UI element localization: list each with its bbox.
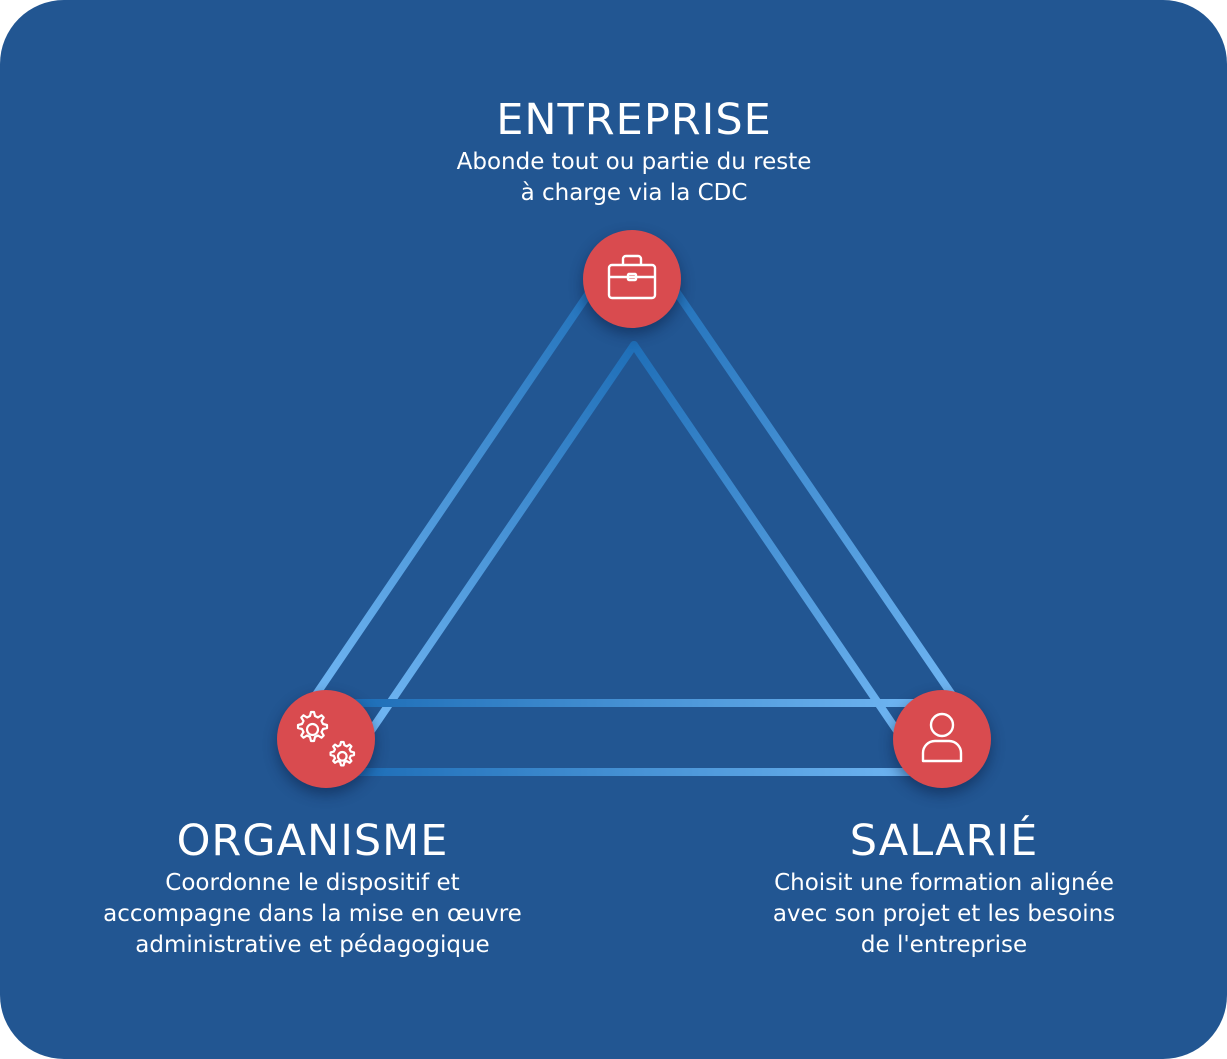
entreprise-title: ENTREPRISE [496,95,772,145]
node-salarie [893,690,991,788]
edge-entreprise-salarie-outer [652,258,976,728]
salarie-description: Choisit une formation alignée avec son p… [772,870,1116,958]
organisme-label: ORGANISME Coordonne le dispositif et acc… [40,816,585,961]
edge-entreprise-organisme-inner [358,341,638,748]
node-organisme [277,690,375,788]
salarie-label: SALARIÉ Choisit une formation alignée av… [716,816,1172,961]
entreprise-description: Abonde tout ou partie du reste à charge … [456,149,812,206]
salarie-title: SALARIÉ [849,816,1039,866]
organisme-title: ORGANISME [176,816,449,866]
user-icon [921,712,963,763]
entreprise-label: ENTREPRISE Abonde tout ou partie du rest… [384,95,884,209]
gears-icon [296,710,356,767]
briefcase-icon [607,254,657,300]
node-entreprise [583,230,681,328]
edge-entreprise-salarie-inner [630,341,910,748]
edge-entreprise-organisme-outer [292,258,614,728]
organisme-description: Coordonne le dispositif et accompagne da… [103,870,522,958]
